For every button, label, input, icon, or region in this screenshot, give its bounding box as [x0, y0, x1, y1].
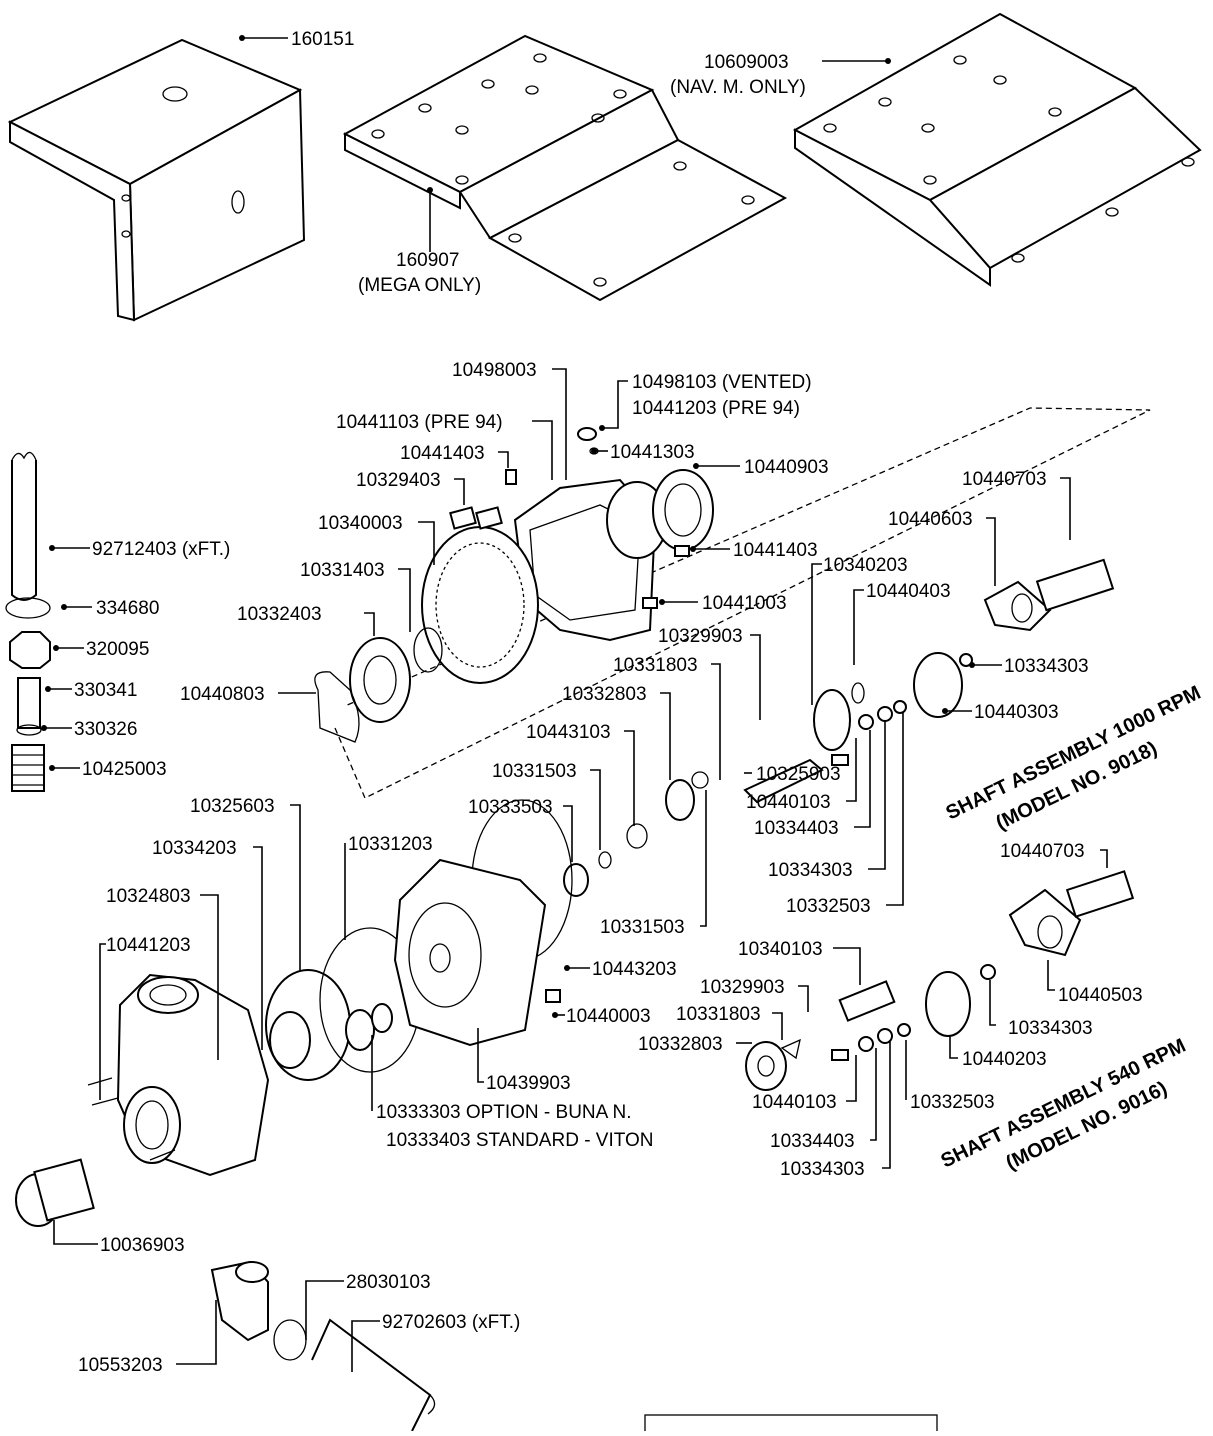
label-92712403: 92712403 (xFT.) — [92, 539, 230, 560]
label-10440703-bottom: 10440703 — [1000, 841, 1085, 862]
fitting-10036903-drawing — [15, 1158, 95, 1227]
label-10340203: 10340203 — [823, 555, 908, 576]
small-fasteners-drawing — [505, 427, 690, 609]
label-10329903-bottom: 10329903 — [700, 977, 785, 998]
label-10498103: 10498103 (VENTED) — [632, 372, 812, 393]
label-10439903: 10439903 — [486, 1073, 571, 1094]
part-labels: 160151 160907 (MEGA ONLY) 10609003 (NAV.… — [74, 29, 1143, 1376]
label-10440903: 10440903 — [744, 457, 829, 478]
label-10331503-top: 10331503 — [492, 761, 577, 782]
bracket-10609003-drawing — [792, 12, 1202, 287]
label-10340103: 10340103 — [738, 939, 823, 960]
label-10334203: 10334203 — [152, 838, 237, 859]
label-10441203-pre94: 10441203 (PRE 94) — [632, 398, 800, 419]
label-10440503: 10440503 — [1058, 985, 1143, 1006]
label-10443203: 10443203 — [592, 959, 677, 980]
title-block-box — [644, 1414, 938, 1436]
gasket-plate-drawing — [449, 506, 503, 530]
label-10332403: 10332403 — [237, 604, 322, 625]
label-10334403-bottom: 10334403 — [770, 1131, 855, 1152]
label-10333303: 10333303 OPTION - BUNA N. — [376, 1102, 632, 1123]
label-160907-note: (MEGA ONLY) — [358, 275, 481, 296]
label-10334403-top: 10334403 — [754, 818, 839, 839]
fitting-10425003-drawing — [11, 744, 45, 792]
pump-body-drawing — [87, 973, 270, 1177]
clamp-28030103-drawing — [273, 1319, 307, 1361]
shaft-540-drawing — [745, 870, 1135, 1091]
label-10441303: 10441303 — [610, 442, 695, 463]
gear-housing-drawing — [513, 469, 714, 642]
bearing-10332403-drawing — [349, 637, 411, 723]
label-10441403-mid: 10441403 — [733, 540, 818, 561]
label-10441203: 10441203 — [106, 935, 191, 956]
pump-plate-drawing — [393, 858, 561, 1047]
label-10332803-bottom: 10332803 — [638, 1034, 723, 1055]
shaft-1000-drawing — [563, 558, 1115, 897]
label-10331403: 10331403 — [300, 560, 385, 581]
label-10331803-bottom: 10331803 — [676, 1004, 761, 1025]
label-10440103-top: 10440103 — [746, 792, 831, 813]
leader-dots — [41, 35, 975, 1018]
label-10329903-top: 10329903 — [658, 626, 743, 647]
label-10331503-bottom: 10331503 — [600, 917, 685, 938]
label-10331803-top: 10331803 — [613, 655, 698, 676]
label-160907: 160907 — [396, 250, 459, 271]
label-10441403-top: 10441403 — [400, 443, 485, 464]
label-10553203: 10553203 — [78, 1355, 163, 1376]
label-10440703-top: 10440703 — [962, 469, 1047, 490]
label-10332503-bottom: 10332503 — [910, 1092, 995, 1113]
label-10440003: 10440003 — [566, 1006, 651, 1027]
label-28030103: 28030103 — [346, 1272, 431, 1293]
ring-gear-drawing — [421, 526, 539, 684]
hose-92712403-drawing — [11, 451, 37, 601]
label-10441003: 10441003 — [702, 593, 787, 614]
label-330326: 330326 — [74, 719, 137, 740]
impeller-drawing — [265, 969, 351, 1081]
nut-320095-drawing — [9, 631, 51, 669]
gearbox-dashed-outline — [334, 407, 1151, 799]
label-10425003: 10425003 — [82, 759, 167, 780]
bracket-160151-drawing — [7, 38, 306, 322]
snap-ring-drawing — [314, 627, 443, 743]
label-10609003: 10609003 — [704, 52, 789, 73]
label-10498003: 10498003 — [452, 360, 537, 381]
fitting-330341-drawing — [16, 677, 42, 736]
label-10334303-mid: 10334303 — [768, 860, 853, 881]
label-10331203: 10331203 — [348, 834, 433, 855]
hose-clamp-334680-drawing — [5, 597, 51, 619]
label-10333403: 10333403 STANDARD - VITON — [386, 1130, 654, 1151]
label-330341: 330341 — [74, 680, 137, 701]
label-334680: 334680 — [96, 598, 159, 619]
label-10334303-right: 10334303 — [1008, 1018, 1093, 1039]
label-160151: 160151 — [291, 29, 354, 50]
label-10609003-note: (NAV. M. ONLY) — [670, 77, 806, 98]
label-10440103-bottom: 10440103 — [752, 1092, 837, 1113]
label-10440303: 10440303 — [974, 702, 1059, 723]
label-10332503-top: 10332503 — [786, 896, 871, 917]
label-10334303-bottom: 10334303 — [780, 1159, 865, 1180]
label-10441103: 10441103 (PRE 94) — [336, 412, 503, 433]
label-10036903: 10036903 — [100, 1235, 185, 1256]
elbow-10553203-drawing — [210, 1260, 269, 1342]
label-10325603: 10325603 — [190, 796, 275, 817]
label-10440203: 10440203 — [962, 1049, 1047, 1070]
label-10324803: 10324803 — [106, 886, 191, 907]
label-320095: 320095 — [86, 639, 149, 660]
label-10333503: 10333503 — [468, 797, 553, 818]
seal-drawing — [345, 1003, 393, 1051]
label-10443103: 10443103 — [526, 722, 611, 743]
label-10440803: 10440803 — [180, 684, 265, 705]
label-10340003: 10340003 — [318, 513, 403, 534]
hose-92702603-drawing — [311, 1318, 436, 1432]
label-10329403: 10329403 — [356, 470, 441, 491]
label-10440603: 10440603 — [888, 509, 973, 530]
label-92702603: 92702603 (xFT.) — [382, 1312, 520, 1333]
label-10334303-top: 10334303 — [1004, 656, 1089, 677]
label-10325903: 10325903 — [756, 764, 841, 785]
leader-lines — [44, 37, 1108, 1372]
label-10440403: 10440403 — [866, 581, 951, 602]
label-10332803-top: 10332803 — [562, 684, 647, 705]
